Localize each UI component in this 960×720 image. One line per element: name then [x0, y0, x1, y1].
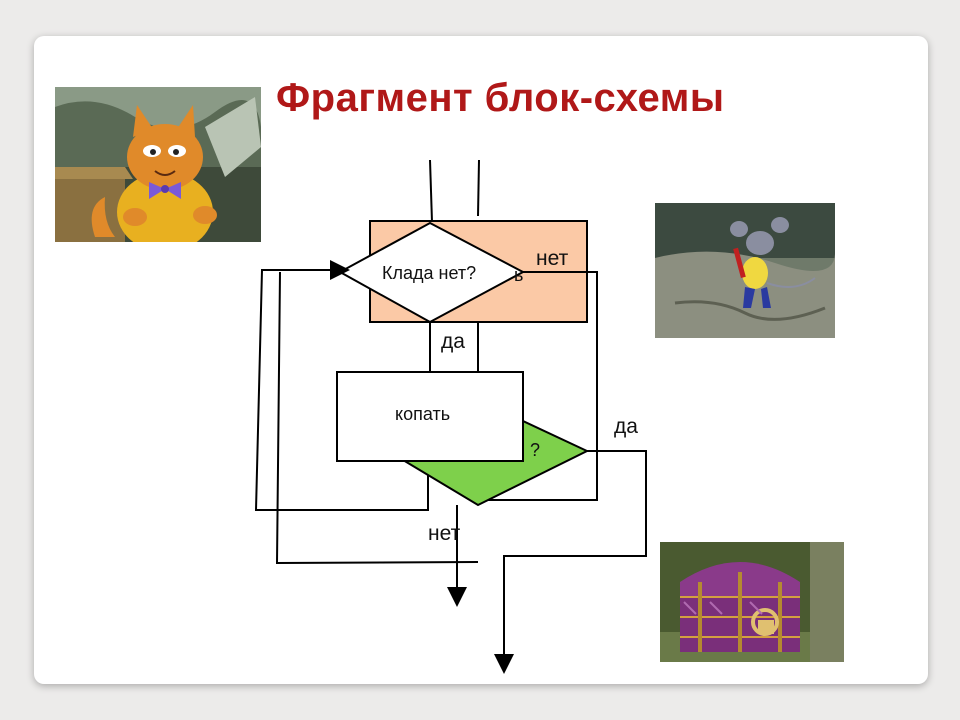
hidden-block-fragment: ь [514, 265, 523, 286]
label-no-bottom: нет [428, 522, 460, 546]
flow-line [478, 160, 479, 216]
flow-line [430, 160, 432, 222]
label-yes-right: да [614, 415, 638, 439]
label-yes-top: да [441, 330, 465, 354]
condition-label: Клада нет? [382, 263, 476, 284]
label-no-top: нет [536, 247, 568, 271]
lower-condition-fragment: ? [530, 440, 540, 461]
flow-line-yes-exit [504, 451, 646, 664]
action-label: копать [395, 404, 450, 425]
